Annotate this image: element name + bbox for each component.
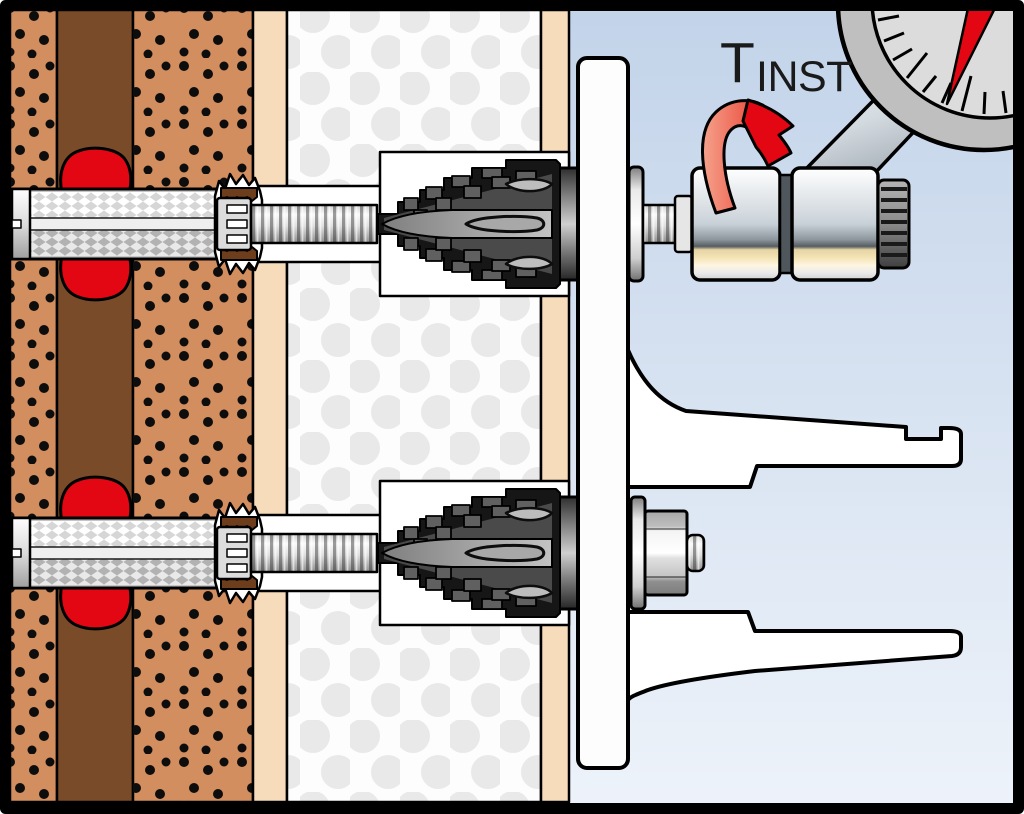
hex-nut-lower — [643, 509, 689, 597]
gauge-needle — [945, 11, 995, 106]
insulation-layer — [285, 11, 543, 803]
hex-nut-upper — [673, 194, 694, 254]
socket-front-cylinder — [690, 166, 782, 282]
mortar-cavity-layer — [55, 11, 135, 803]
lower-fastening — [629, 495, 706, 611]
plaster-layer — [251, 11, 289, 803]
rod-tip-lower — [685, 533, 706, 573]
torque-label-main: T — [720, 31, 755, 95]
wall-cross-section — [11, 11, 571, 803]
washer-upper — [627, 165, 645, 283]
bracket-bottom-arm — [626, 610, 963, 702]
render-board-layer — [539, 11, 571, 803]
washer-lower — [629, 495, 647, 611]
brick-speckles-inner — [133, 11, 253, 802]
torque-label-subscript: INST — [756, 53, 852, 101]
rotation-arrow-icon — [701, 98, 795, 215]
socket-knurled-grip — [876, 178, 911, 270]
rod-upper — [641, 203, 679, 245]
rotation-arrow-head — [741, 98, 795, 168]
socket-groove-ring — [778, 173, 794, 275]
socket-rear-cylinder — [790, 166, 880, 282]
torque-label: T INST — [720, 31, 853, 101]
bracket-top-arm — [626, 348, 963, 489]
bracket-base-plate — [576, 56, 630, 770]
brick-speckles-outer — [11, 11, 57, 802]
gauge-ticks — [877, 14, 1008, 115]
torque-gauge-icon — [835, 11, 1013, 153]
upper-fastening — [627, 165, 694, 283]
mounting-bracket — [576, 56, 963, 770]
